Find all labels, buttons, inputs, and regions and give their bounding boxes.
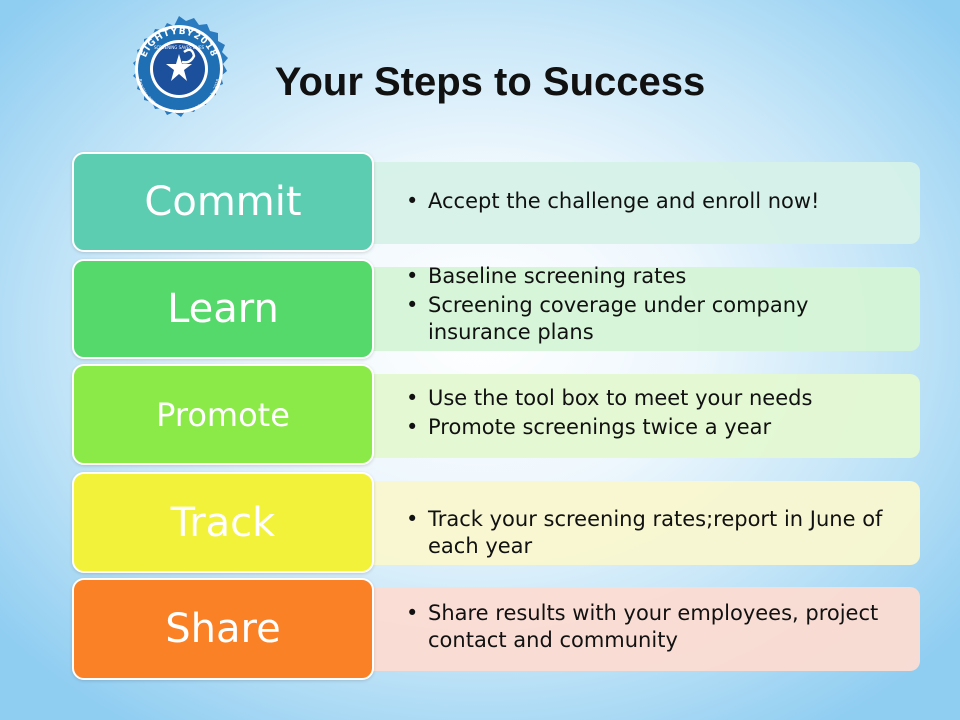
step-label: Learn	[167, 286, 279, 332]
step-bullets: Share results with your employees, proje…	[406, 600, 906, 656]
step-tab-learn: Learn	[72, 259, 374, 359]
step-tab-promote: Promote	[72, 364, 374, 465]
eightyby2018-logo: EIGHTYBY2018 Reaching 80% screened for c…	[124, 14, 234, 124]
step-label: Track	[170, 499, 276, 546]
list-item: Use the tool box to meet your needs	[406, 385, 906, 412]
list-item: Share results with your employees, proje…	[406, 600, 906, 654]
svg-text:SCREENING SAVES LIVES: SCREENING SAVES LIVES	[154, 45, 205, 50]
step-bullets: Track your screening rates;report in Jun…	[406, 506, 906, 562]
step-label: Commit	[144, 179, 302, 225]
step-bullets: Use the tool box to meet your needs Prom…	[406, 385, 906, 443]
logo-seal-icon: EIGHTYBY2018 Reaching 80% screened for c…	[133, 16, 228, 117]
step-bullets: Baseline screening rates Screening cover…	[406, 263, 906, 348]
step-tab-share: Share	[72, 578, 374, 680]
step-tab-commit: Commit	[72, 152, 374, 252]
list-item: Screening coverage under company insuran…	[406, 292, 906, 346]
step-tab-track: Track	[72, 472, 374, 573]
step-label: Share	[165, 606, 281, 652]
step-label: Promote	[156, 395, 290, 434]
page-title: Your Steps to Success	[274, 60, 706, 104]
list-item: Accept the challenge and enroll now!	[406, 188, 906, 215]
list-item: Promote screenings twice a year	[406, 414, 906, 441]
step-bullets: Accept the challenge and enroll now!	[406, 188, 906, 217]
list-item: Track your screening rates;report in Jun…	[406, 506, 906, 560]
list-item: Baseline screening rates	[406, 263, 906, 290]
